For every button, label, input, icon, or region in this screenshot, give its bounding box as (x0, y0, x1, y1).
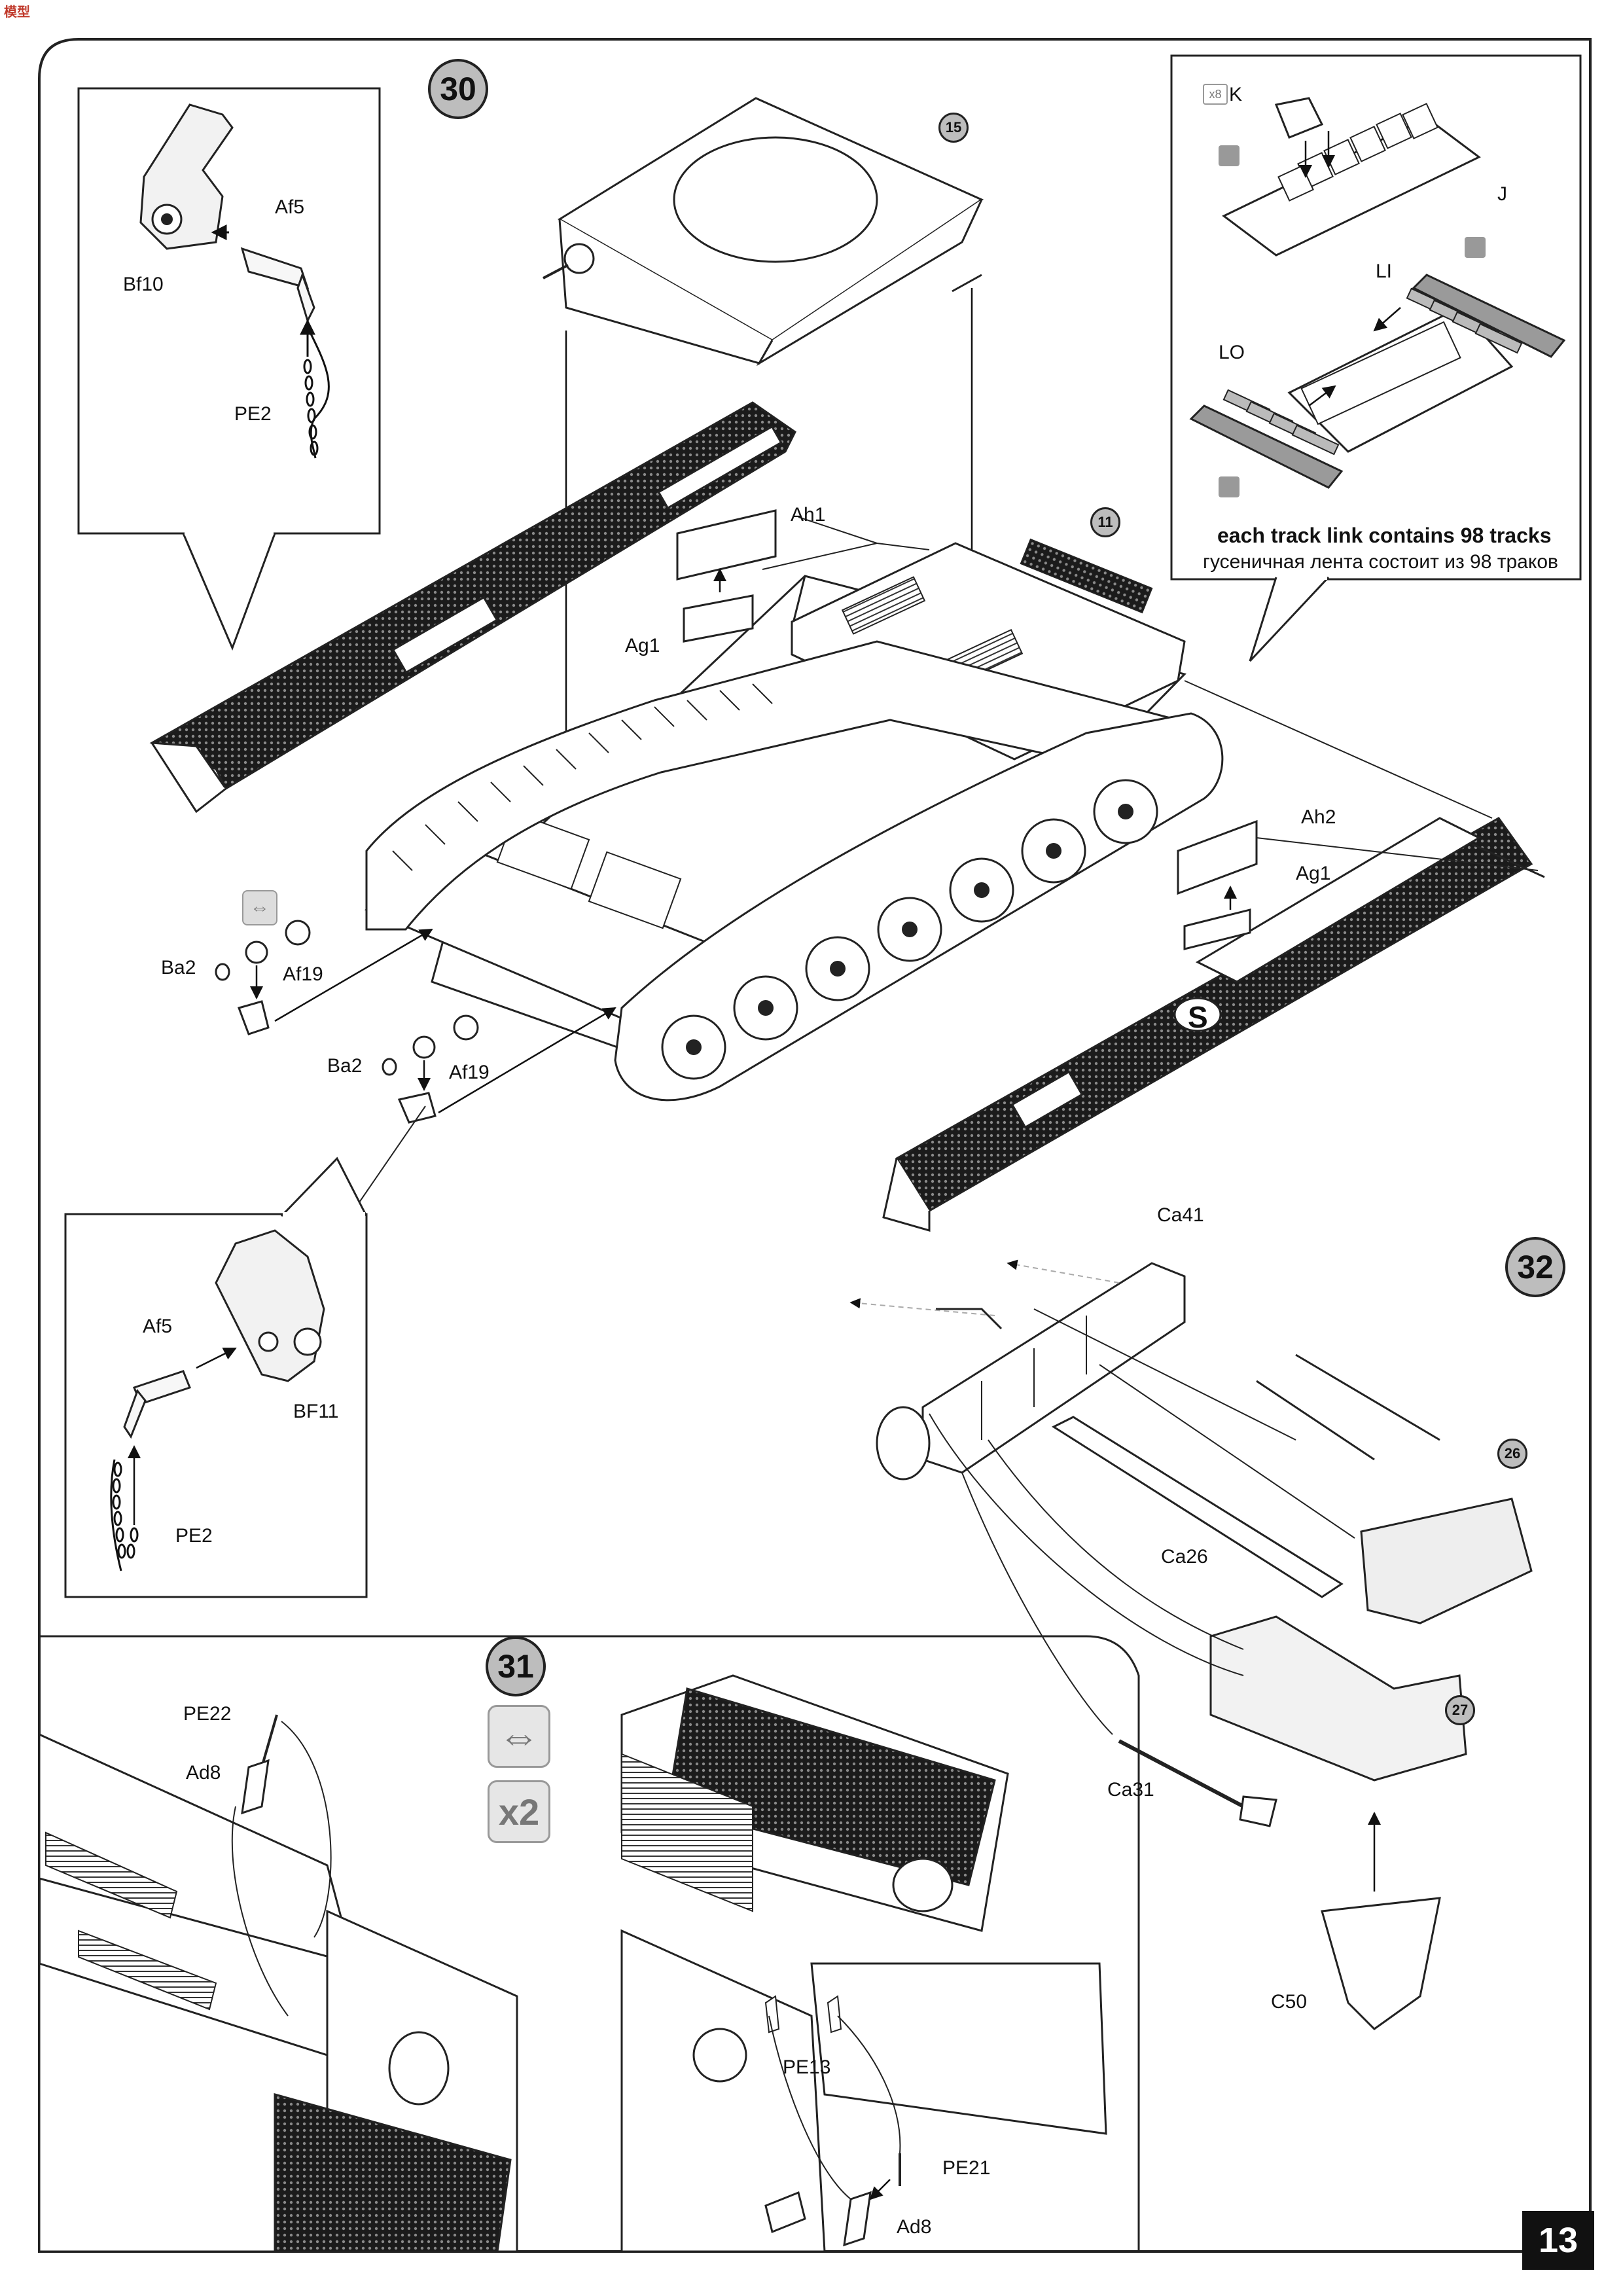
step-31-badge: 31 (486, 1636, 546, 1696)
part-label-j: J (1497, 183, 1507, 205)
part-label-ca41: Ca41 (1157, 1204, 1204, 1226)
part-label-pe21: PE21 (942, 2157, 991, 2179)
part-label-pe13: PE13 (783, 2056, 831, 2078)
subassembly-15-ref: 15 (938, 113, 969, 143)
mirror-both-sides-icon: ⇔ (488, 1705, 550, 1768)
part-label-pe2-bottom: PE2 (175, 1525, 213, 1547)
part-label-pe2-top: PE2 (234, 403, 272, 425)
part-label-k: K (1229, 84, 1243, 105)
part-label-af5-top: Af5 (275, 196, 305, 218)
svg-text:S: S (1188, 1000, 1208, 1034)
part-label-ba2-b: Ba2 (327, 1055, 363, 1077)
glue-icon-li (1465, 237, 1486, 258)
step-32-badge: 32 (1505, 1237, 1565, 1297)
site-logo: 模型 (4, 5, 30, 20)
part-label-af19-b: Af19 (449, 1062, 490, 1083)
subassembly-11-ref: 11 (1090, 507, 1120, 537)
x2-quantity-icon: x2 (488, 1780, 550, 1843)
part-label-lo: LO (1219, 342, 1245, 363)
glue-icon-lo (1219, 476, 1240, 497)
track-note-russian: гусеничная лента состоит из 98 траков (1203, 551, 1558, 573)
part-label-ag1-left: Ag1 (625, 635, 660, 656)
track-note-english: each track link contains 98 tracks (1217, 524, 1552, 547)
part-label-ah1: Ah1 (791, 504, 826, 526)
part-label-ca31: Ca31 (1107, 1779, 1154, 1801)
part-label-c50: C50 (1271, 1991, 1308, 2013)
part-label-ah2: Ah2 (1301, 806, 1336, 828)
part-label-af5-bottom: Af5 (143, 1316, 173, 1337)
glue-icon (1219, 145, 1240, 166)
part-label-af19-a: Af19 (283, 963, 323, 985)
subassembly-26-ref: 26 (1497, 1439, 1527, 1469)
mirror-both-sides-icon-small: ⇔ (242, 890, 277, 925)
x8-quantity-icon: x8 (1203, 84, 1228, 105)
part-label-bf11: BF11 (293, 1401, 339, 1422)
part-label-ag1-right: Ag1 (1296, 863, 1331, 884)
part-label-ad8-b: Ad8 (897, 2216, 932, 2238)
part-label-pe22: PE22 (183, 1703, 232, 1725)
step-30-badge: 30 (428, 59, 488, 119)
part-label-bf10: Bf10 (123, 274, 164, 295)
part-label-ba2-a: Ba2 (161, 957, 196, 978)
part-label-ad8-a: Ad8 (186, 1762, 221, 1784)
page-number: 13 (1522, 2211, 1594, 2270)
subassembly-27-ref: 27 (1445, 1695, 1475, 1725)
part-label-ca26: Ca26 (1161, 1546, 1208, 1568)
part-label-li: LI (1376, 260, 1393, 282)
